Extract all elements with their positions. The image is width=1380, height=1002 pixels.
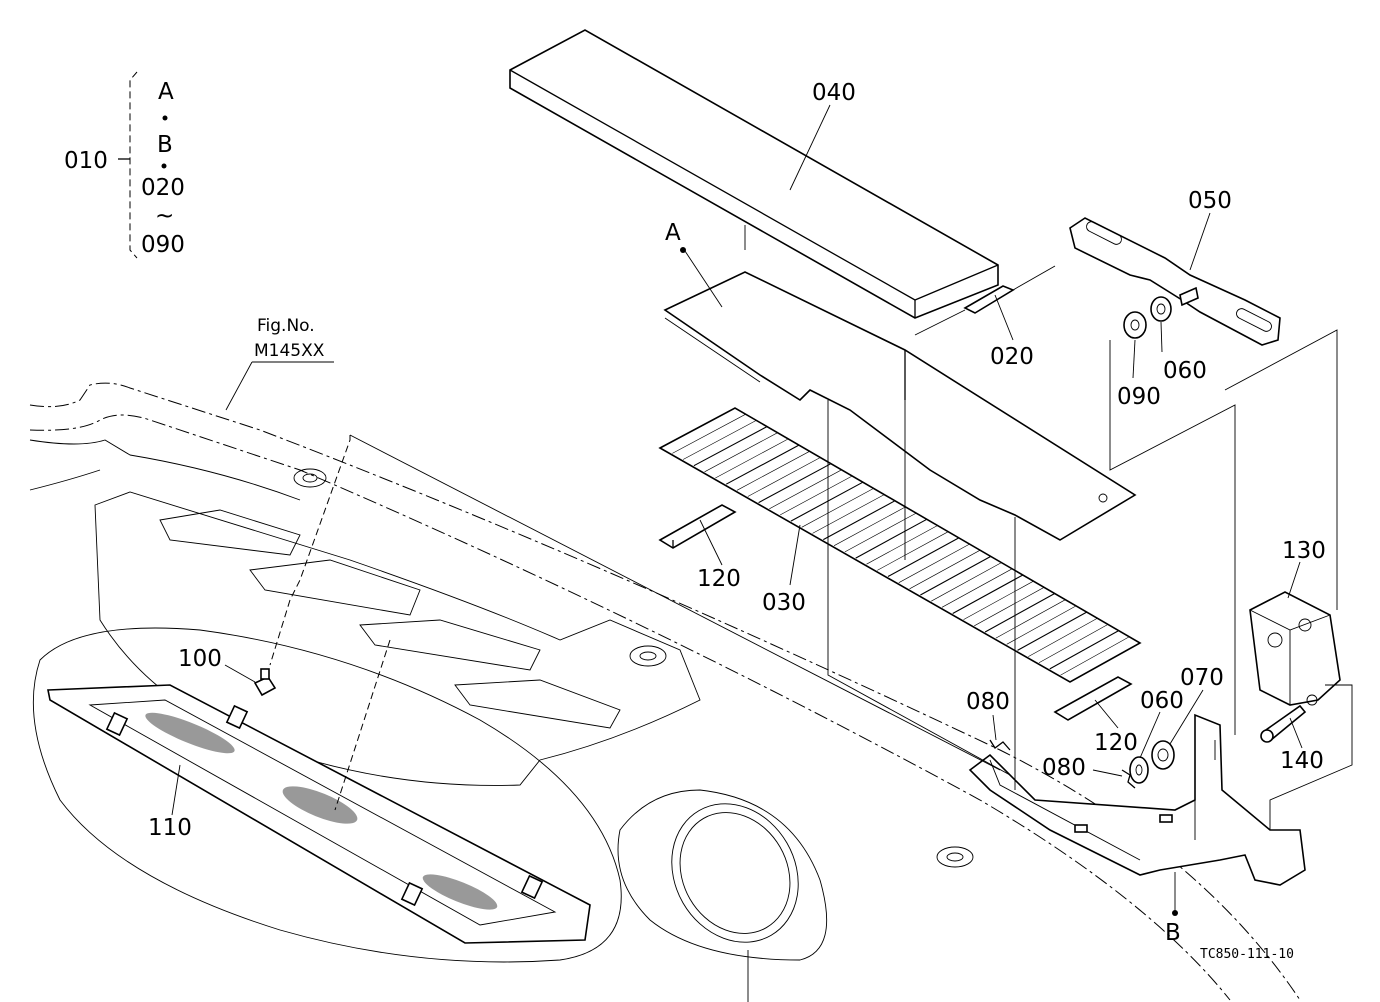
callout-090: 090 xyxy=(1117,384,1161,410)
callout-020: 020 xyxy=(990,344,1034,370)
legend-item-020: 020 xyxy=(141,175,185,201)
callout-060-upper: 060 xyxy=(1163,358,1207,384)
pad-hatch-line xyxy=(1049,630,1119,670)
pad-hatch-line xyxy=(1017,611,1087,651)
part-140-bolt xyxy=(1260,704,1307,743)
pad-hatch-line xyxy=(672,413,746,454)
pad-hatch-line xyxy=(952,574,1024,614)
pad-hatch-line xyxy=(1028,618,1098,657)
callout-070: 070 xyxy=(1180,665,1224,691)
callout-130: 130 xyxy=(1282,538,1326,564)
pad-hatch-line xyxy=(963,580,1034,620)
callout-100: 100 xyxy=(178,646,222,672)
pad-hatch-line xyxy=(974,587,1045,627)
callout-120-upper: 120 xyxy=(697,566,741,592)
pad-hatch-line xyxy=(909,549,981,590)
part-120-block-upper xyxy=(658,504,737,549)
pad-hatch-line xyxy=(1038,624,1109,663)
part-020-rod xyxy=(914,265,1056,336)
part-050-bracket xyxy=(1069,217,1281,346)
part-090-washer xyxy=(1123,311,1147,339)
pad-hatch-line xyxy=(725,444,800,485)
pad-hatch-line xyxy=(833,506,906,546)
leader-lines xyxy=(171,104,1303,916)
part-030-long-pad xyxy=(658,400,1142,683)
callout-080-lower: 080 xyxy=(1042,755,1086,781)
pad-hatch-line xyxy=(898,543,970,583)
callout-point-a: A xyxy=(665,220,681,246)
pad-hatch-line xyxy=(1006,605,1077,645)
pad-hatch-line xyxy=(1060,636,1130,676)
part-110-grille-panel xyxy=(47,684,591,944)
part-060-washer-lower xyxy=(1129,756,1149,784)
pad-hatch-line xyxy=(769,469,842,510)
callout-040: 040 xyxy=(812,80,856,106)
pad-hatch-line xyxy=(844,512,917,553)
legend-item-a: A xyxy=(158,79,174,105)
callout-point-b: B xyxy=(1165,920,1181,946)
pad-hatch-line xyxy=(855,518,928,559)
pad-hatch-line xyxy=(984,593,1055,633)
pad-hatch-line xyxy=(801,488,874,528)
pad-hatch-line xyxy=(812,494,885,534)
callout-060-lower: 060 xyxy=(1140,688,1184,714)
pad-hatch-line xyxy=(682,420,757,460)
part-080-clip-upper xyxy=(989,739,1011,751)
pad-hatch-line xyxy=(995,599,1066,639)
part-070-nut xyxy=(1151,740,1175,770)
callout-110: 110 xyxy=(148,815,192,841)
pad-hatch-line xyxy=(823,500,896,541)
pad-hatch-line xyxy=(877,531,949,571)
assembly-guide-lines xyxy=(269,329,1353,830)
callout-050: 050 xyxy=(1188,188,1232,214)
pad-hatch-line xyxy=(866,525,938,565)
callout-030: 030 xyxy=(762,590,806,616)
pad-hatch-line xyxy=(780,475,853,516)
pad-hatch-line xyxy=(758,463,832,504)
callout-140: 140 xyxy=(1280,748,1324,774)
part-060-washer-upper xyxy=(1150,296,1172,322)
part-120-block-lower xyxy=(1053,676,1133,721)
figure-reference-number: M145XX xyxy=(254,341,325,361)
legend-item-b: B xyxy=(157,132,173,158)
pad-hatch-line xyxy=(704,432,778,473)
pad-hatch-line xyxy=(887,537,960,577)
pad-hatch-line xyxy=(941,568,1013,608)
figure-reference: Fig.No. M145XX xyxy=(225,316,334,411)
part-080-clip-lower xyxy=(1121,769,1136,789)
pad-hatch-line xyxy=(931,562,1002,602)
pad-hatch-line xyxy=(790,481,864,522)
callout-120-lower: 120 xyxy=(1094,730,1138,756)
part-a-cover-plate xyxy=(663,271,1137,541)
part-130-actuator xyxy=(1249,591,1341,706)
legend-assembly-number: 010 xyxy=(64,148,108,174)
pad-hatch-line xyxy=(736,451,810,491)
legend-item-090: 090 xyxy=(141,232,185,258)
pad-hatch-line xyxy=(747,457,821,497)
legend-item-range: ~ xyxy=(155,203,174,229)
part-040-top-pad xyxy=(509,29,999,319)
pad-hatch-line xyxy=(715,438,789,479)
pad-hatch-line xyxy=(693,426,768,467)
pad-hatch-line xyxy=(920,555,992,596)
assembly-legend: 010 A B 020 ~ 090 xyxy=(64,71,185,259)
callout-labels: 040 020 050 090 060 A 120 030 130 140 12… xyxy=(148,80,1326,946)
part-100-screw xyxy=(253,668,277,697)
part-b-lower-frame xyxy=(968,713,1306,886)
drawing-code: TC850-111-10 xyxy=(1200,947,1294,962)
figure-reference-label: Fig.No. xyxy=(257,316,315,336)
callout-080-upper: 080 xyxy=(966,689,1010,715)
